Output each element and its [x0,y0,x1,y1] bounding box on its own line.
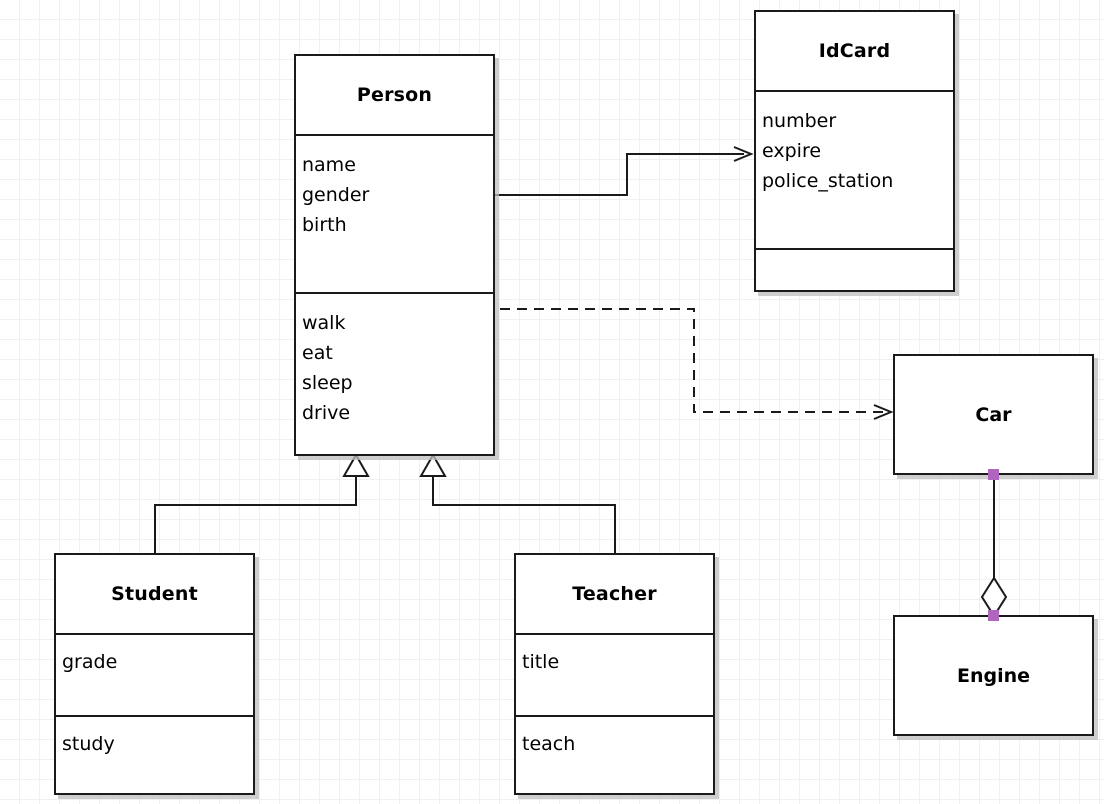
method-item: study [62,733,115,755]
relation-teacher-person-generalization[interactable] [419,452,616,553]
attribute-item: title [522,651,560,673]
attribute-item: expire [762,140,822,162]
class-name-engine: Engine [956,664,1031,687]
class-box-idcard[interactable]: IdCard number expire police_station [754,10,955,292]
class-attributes-teacher: title [516,635,713,715]
class-name-car: Car [975,403,1012,426]
connector-handle-car[interactable] [988,469,999,480]
method-item: eat [302,342,333,364]
class-title-idcard: IdCard [756,12,953,90]
method-item: drive [302,402,351,424]
relation-car-engine-aggregation[interactable] [980,475,1008,618]
attribute-item: grade [62,651,118,673]
class-methods-student: study [56,717,253,795]
compartment-divider [756,90,953,92]
compartment-divider [516,715,713,717]
compartment-divider [56,715,253,717]
method-item: sleep [302,372,353,394]
method-item: walk [302,312,346,334]
compartment-divider [56,633,253,635]
compartment-divider [296,134,493,136]
class-title-teacher: Teacher [516,555,713,633]
relation-student-person-generalization[interactable] [154,452,370,553]
class-box-teacher[interactable]: Teacher title teach [514,553,715,795]
connector-handle-engine[interactable] [988,610,999,621]
class-attributes-person: name gender birth [296,136,493,292]
class-title-engine: Engine [895,617,1092,734]
compartment-divider [756,248,953,250]
relation-person-idcard-association[interactable] [495,146,754,196]
class-attributes-student: grade [56,635,253,715]
class-name-student: Student [111,583,198,605]
attribute-item: number [762,110,837,132]
attribute-item: birth [302,214,347,236]
class-box-car[interactable]: Car [893,354,1094,475]
class-methods-person: walk eat sleep drive [296,294,493,456]
attribute-item: name [302,154,356,176]
class-methods-teacher: teach [516,717,713,795]
compartment-divider [516,633,713,635]
class-box-engine[interactable]: Engine [893,615,1094,736]
class-attributes-idcard: number expire police_station [756,92,953,248]
attribute-item: gender [302,184,370,206]
compartment-divider [296,292,493,294]
class-name-teacher: Teacher [572,583,657,605]
class-title-person: Person [296,56,493,134]
method-item: teach [522,733,576,755]
class-name-person: Person [356,84,433,106]
class-name-idcard: IdCard [818,40,891,62]
attribute-item: police_station [762,170,894,192]
class-box-person[interactable]: Person name gender birth walk eat sleep … [294,54,495,456]
class-title-student: Student [56,555,253,633]
class-box-student[interactable]: Student grade study [54,553,255,795]
class-methods-idcard [756,250,953,292]
class-title-car: Car [895,356,1092,473]
relation-person-car-dependency[interactable] [500,308,894,420]
